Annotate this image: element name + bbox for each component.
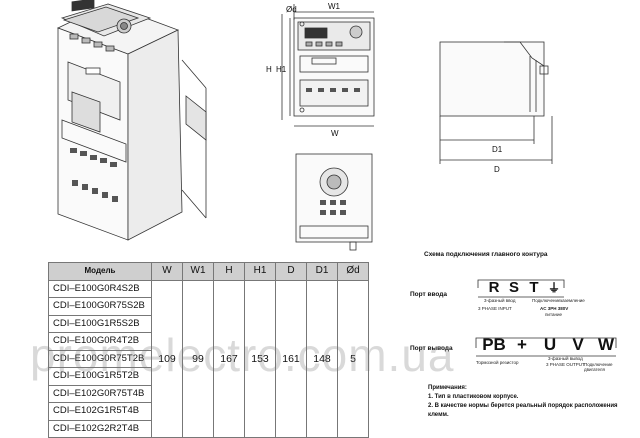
model-cell: CDI–E102G0R75T4B: [48, 384, 152, 403]
dim-phi-d: Ød: [286, 5, 297, 14]
model-cell: CDI–E100G1R5S2B: [48, 314, 152, 333]
output-port-label: Порт вывода: [410, 345, 453, 352]
model-cell: CDI–E100G0R4S2B: [48, 279, 152, 298]
input-note-mid: Подключение: [532, 298, 561, 303]
col-w: W: [151, 262, 183, 281]
output-terminals: PB + U V W: [480, 335, 620, 355]
terminal-w: W: [597, 335, 615, 354]
col-d: D: [275, 262, 307, 281]
value-h1: 153: [244, 279, 276, 438]
terminal-v: V: [572, 335, 584, 354]
spec-table-header: Модель W W1 H H1 D D1 Ød: [48, 262, 369, 281]
output-note-left: Тормозной резистор: [476, 360, 519, 365]
dim-d1: D1: [492, 145, 503, 154]
side-view: [439, 41, 553, 164]
dim-h: H: [266, 65, 272, 74]
input-note-bottom-mid: AC 3PH 380V: [540, 306, 569, 311]
isometric-view: [56, 0, 207, 241]
value-d1: 148: [306, 279, 338, 438]
col-phi-d: Ød: [337, 262, 369, 281]
terminal-s: S: [508, 279, 519, 296]
notes-title: Примечания:: [428, 385, 467, 391]
value-phi-d: 5: [337, 279, 369, 438]
terminal-t: T: [529, 279, 539, 296]
spec-table: Модель W W1 H H1 D D1 Ød CDI–E100G0R4S2B…: [48, 262, 369, 438]
input-note-bottom-left: 3 PHASE INPUT: [478, 306, 512, 311]
value-w1: 99: [182, 279, 214, 438]
col-d1: D1: [306, 262, 338, 281]
model-cell: CDI–E100G1R5T2B: [48, 367, 152, 386]
note-item: 1. Тип в пластиковом корпусе.: [428, 394, 519, 400]
terminal-pb: PB: [482, 335, 506, 354]
wiring-title: Схема подключения главного контура: [424, 251, 548, 258]
terminal-plus: +: [517, 335, 527, 354]
input-terminal-frame: [477, 279, 565, 298]
dim-w1: W1: [328, 2, 341, 11]
note-item: 2. В качестве нормы берется реальный пор…: [428, 403, 618, 418]
model-cell: CDI–E100G0R4T2B: [48, 332, 152, 351]
input-terminals: R S T ⏚: [484, 279, 564, 296]
value-w: 109: [151, 279, 183, 438]
output-note-right: Подключение двигателя: [584, 362, 613, 372]
model-cell: CDI–E102G1R5T4B: [48, 402, 152, 421]
front-view: [281, 4, 375, 127]
bottom-view: [295, 153, 373, 251]
dim-h1: H1: [276, 65, 287, 74]
terminal-r: R: [488, 279, 500, 296]
input-note-bottom-right: питание: [545, 312, 562, 317]
value-h: 167: [213, 279, 245, 438]
output-terminal-frame: [475, 337, 617, 357]
col-w1: W1: [182, 262, 214, 281]
dim-d: D: [494, 165, 500, 174]
terminal-u: U: [543, 335, 557, 354]
model-cell: CDI–E100G0R75S2B: [48, 297, 152, 316]
output-note-mid: 3-фазный вывод: [548, 356, 583, 361]
table-row: CDI–E100G0R4S2B 109 99 167 153 161 148 5: [48, 279, 369, 438]
input-note-left: 3-фазный ввод: [484, 298, 516, 303]
value-d: 161: [275, 279, 307, 438]
model-cell: CDI–E100G0R75T2B: [48, 349, 152, 368]
ground-icon: ⏚: [547, 281, 560, 295]
input-note-right: заземление: [560, 298, 585, 303]
col-h: H: [213, 262, 245, 281]
notes: Примечания: 1. Тип в пластиковом корпусе…: [428, 384, 633, 420]
dim-w: W: [331, 129, 339, 138]
output-note-mid2: 3 PHASE OUTPUT: [546, 362, 585, 367]
input-port-label: Порт ввода: [410, 291, 448, 298]
model-cell: CDI–E102G2R2T4B: [48, 419, 152, 438]
col-h1: H1: [244, 262, 276, 281]
col-model: Модель: [48, 262, 152, 281]
